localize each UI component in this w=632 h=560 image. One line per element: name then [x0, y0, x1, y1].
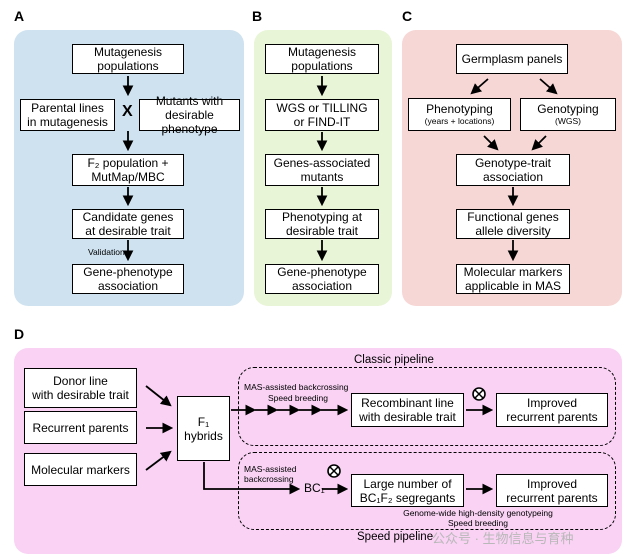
c-gta-line2: association	[482, 170, 544, 184]
panel-c-letter: C	[402, 8, 413, 24]
c-phenotyping-box: Phenotyping (years + locations)	[408, 98, 511, 131]
a-mutants-box: Mutants with desirable phenotype	[139, 94, 240, 136]
a-association-line1: Gene-phenotype	[83, 265, 173, 279]
a-mutagenesis-box: Mutagenesis populations	[72, 44, 184, 74]
b-phenotyping-line2: desirable trait	[285, 224, 359, 238]
c-gta-box: Genotype-trait association	[456, 154, 570, 186]
speed-pipeline-title: Speed pipeline	[357, 531, 434, 543]
b-wgs-box: WGS or TILLING or FIND-IT	[265, 99, 379, 131]
d-improved-classic-line2: recurrent parents	[506, 410, 598, 424]
c-arrow-geno-gta	[531, 135, 547, 151]
a-candidate-box: Candidate genes at desirable trait	[72, 209, 184, 239]
d-improved-speed-line2: recurrent parents	[506, 490, 598, 505]
c-phenotyping-sub: (years + locations)	[424, 116, 495, 126]
c-genotyping-label: Genotyping	[537, 102, 599, 116]
b-phenotyping-box: Phenotyping at desirable trait	[265, 209, 379, 239]
classic-pipeline-frame	[238, 367, 616, 446]
c-markers-line2: applicable in MAS	[464, 279, 562, 293]
b-association-line1: Gene-phenotype	[277, 265, 367, 279]
a-f2-box: F₂ population + MutMap/MBC	[72, 154, 184, 186]
classic-pipeline-title: Classic pipeline	[354, 354, 434, 366]
d-donor-line2: with desirable trait	[32, 388, 129, 402]
a-f2-line2: MutMap/MBC	[91, 170, 165, 184]
panel-b-letter: B	[252, 8, 263, 24]
c-functional-box: Functional genes allele diversity	[456, 209, 570, 239]
c-markers-box: Molecular markers applicable in MAS	[456, 264, 570, 294]
d-segregants-box: Large number of BC₁F₂ segregants	[351, 474, 464, 507]
a-association-line2: association	[97, 279, 159, 293]
d-recombinant-line2: with desirable trait	[359, 410, 456, 424]
a-validation-label: Validation	[88, 247, 125, 257]
d-improved-speed-line1: Improved	[526, 476, 578, 491]
d-improved-speed-box: Improved recurrent parents	[496, 474, 608, 507]
c-functional-line2: allele diversity	[475, 224, 551, 238]
c-markers-line1: Molecular markers	[463, 265, 563, 279]
a-mutants-line1: Mutants with	[155, 94, 224, 108]
c-phenotyping-label: Phenotyping	[426, 102, 493, 116]
d-arrow-donor	[145, 385, 172, 407]
classic-step-label-2: Speed breeding	[267, 393, 329, 403]
speed-step-label-1: MAS-assisted	[244, 464, 297, 474]
c-gta-line1: Genotype-trait	[474, 156, 552, 170]
b-genes-box: Genes-associated mutants	[265, 154, 379, 186]
c-functional-line1: Functional genes	[467, 210, 559, 224]
watermark-text: 公众号 · 生物信息与育种	[432, 531, 574, 546]
c-germplasm-box: Germplasm panels	[456, 44, 568, 74]
d-segregants-line2: BC₁F₂ segregants	[359, 490, 456, 505]
c-arrow-germ-geno	[539, 78, 558, 95]
panel-d-letter: D	[14, 326, 25, 342]
d-bc1-label: BC₁	[304, 481, 325, 495]
b-genes-line1: Genes-associated	[273, 156, 371, 170]
panel-a-letter: A	[14, 8, 25, 24]
a-parental-line2: in mutagenesis	[27, 115, 108, 129]
a-f2-line1: F₂ population +	[87, 156, 169, 170]
a-association-box: Gene-phenotype association	[72, 264, 184, 294]
a-parental-box: Parental lines in mutagenesis	[20, 99, 115, 131]
d-arrow-f1-bc1	[203, 462, 301, 495]
d-recurrent-label: Recurrent parents	[32, 420, 129, 435]
b-genes-line2: mutants	[300, 170, 344, 184]
a-mutagenesis-line1: Mutagenesis	[93, 45, 163, 59]
d-donor-box: Donor line with desirable trait	[24, 368, 137, 408]
d-arrow-markers	[145, 450, 172, 471]
b-wgs-line2: or FIND-IT	[293, 115, 351, 129]
c-arrow-germ-pheno	[470, 78, 489, 95]
speed-step-label-2: backcrossing	[244, 474, 294, 484]
d-markers-box: Molecular markers	[24, 453, 137, 486]
c-genotyping-sub: (WGS)	[555, 116, 581, 126]
a-cross-symbol: X	[122, 103, 133, 120]
d-donor-line1: Donor line	[53, 374, 108, 388]
b-phenotyping-line1: Phenotyping at	[281, 210, 363, 224]
a-candidate-line2: at desirable trait	[85, 224, 171, 238]
a-parental-line1: Parental lines	[31, 101, 104, 115]
d-f1-box: F₁ hybrids	[177, 396, 230, 461]
d-improved-classic-box: Improved recurrent parents	[496, 393, 608, 427]
b-mutagenesis-line2: populations	[291, 59, 353, 73]
speed-pipeline-frame	[238, 452, 616, 530]
speed-note-1: Genome-wide high-density genotypeing	[403, 508, 553, 518]
d-segregants-line1: Large number of	[363, 476, 452, 491]
c-genotyping-box: Genotyping (WGS)	[520, 98, 616, 131]
d-recombinant-line1: Recombinant line	[361, 396, 454, 410]
speed-note-2: Speed breeding	[447, 518, 509, 528]
d-recurrent-box: Recurrent parents	[24, 411, 137, 444]
b-association-box: Gene-phenotype association	[265, 264, 379, 294]
b-mutagenesis-box: Mutagenesis populations	[265, 44, 379, 74]
a-mutagenesis-line2: populations	[97, 59, 159, 73]
a-mutants-line2: desirable phenotype	[161, 108, 218, 136]
classic-step-label-1: MAS-assisted backcrossing	[244, 382, 349, 392]
a-candidate-line1: Candidate genes	[82, 210, 174, 224]
d-recombinant-box: Recombinant line with desirable trait	[351, 393, 464, 427]
b-wgs-line1: WGS or TILLING	[276, 101, 368, 115]
b-association-line2: association	[291, 279, 353, 293]
d-markers-label: Molecular markers	[31, 462, 130, 477]
c-germplasm-label: Germplasm panels	[461, 52, 563, 66]
b-mutagenesis-line1: Mutagenesis	[287, 45, 357, 59]
d-f1-line1: F₁	[197, 414, 210, 429]
c-arrow-pheno-gta	[483, 135, 499, 151]
d-f1-line2: hybrids	[184, 428, 223, 443]
d-improved-classic-line1: Improved	[526, 396, 578, 410]
